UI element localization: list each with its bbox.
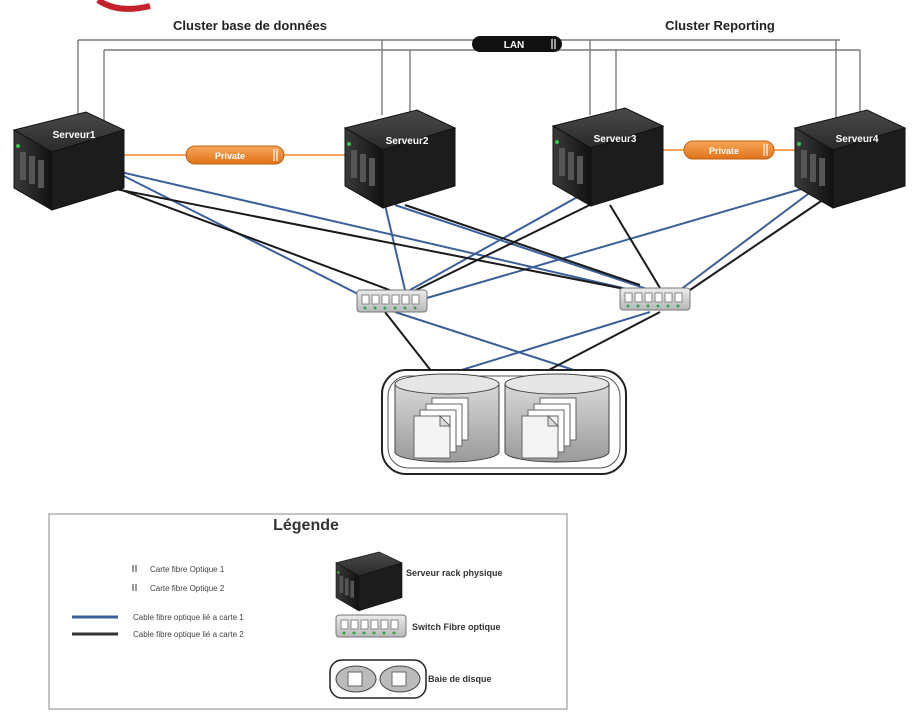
legend-switch-text: Switch Fibre optique: [412, 622, 501, 632]
server-1: Serveur1: [13, 111, 125, 211]
private-label-1: Private: [215, 151, 245, 161]
legend-bay-text: Baie de disque: [428, 674, 492, 684]
server-3: Serveur3: [552, 107, 664, 207]
private-link-1: Private: [118, 145, 345, 165]
legend-switch-icon: [335, 614, 407, 638]
lan-network: [77, 39, 861, 130]
server-3-label: Serveur3: [594, 134, 637, 145]
legend-cable2-text: Cable fibre optique lié a carte 2: [133, 630, 244, 639]
fibre-switch-1: [356, 289, 428, 313]
server-4-label: Serveur4: [836, 134, 879, 145]
legend-cable1: Cable fibre optique lié a carte 1: [72, 613, 244, 622]
fibre-cables-card2: [94, 179, 831, 373]
lan-label: LAN: [504, 40, 525, 51]
legend-card1: Carte fibre Optique 1: [132, 565, 225, 574]
private-link-2: Private: [660, 140, 795, 160]
legend-cable2: Cable fibre optique lié a carte 2: [72, 630, 244, 639]
legend-card2: Carte fibre Optique 2: [132, 584, 225, 593]
legend-bay-icon: [329, 659, 427, 699]
lan-label-pill: LAN: [472, 36, 562, 52]
private-label-2: Private: [709, 146, 739, 156]
legend-cable1-text: Cable fibre optique lié a carte 1: [133, 613, 244, 622]
server-2: Serveur2: [344, 109, 456, 209]
legend-card2-text: Carte fibre Optique 2: [150, 584, 225, 593]
cluster-database-title: Cluster base de données: [173, 18, 327, 33]
server-1-label: Serveur1: [53, 130, 96, 141]
legend-title: Légende: [273, 517, 339, 534]
legend-card1-text: Carte fibre Optique 1: [150, 565, 225, 574]
cluster-reporting-title: Cluster Reporting: [665, 18, 775, 33]
fibre-switch-2: [619, 287, 691, 311]
fibre-cables-card1: [111, 169, 821, 373]
legend-server-text: Serveur rack physique: [406, 568, 503, 578]
decorative-arc: [96, 0, 151, 12]
legend: Légende Carte fibre Optique 1 Carte fibr…: [48, 513, 568, 710]
server-4: Serveur4: [794, 109, 906, 209]
disk-bay: [381, 369, 627, 475]
server-2-label: Serveur2: [386, 136, 429, 147]
